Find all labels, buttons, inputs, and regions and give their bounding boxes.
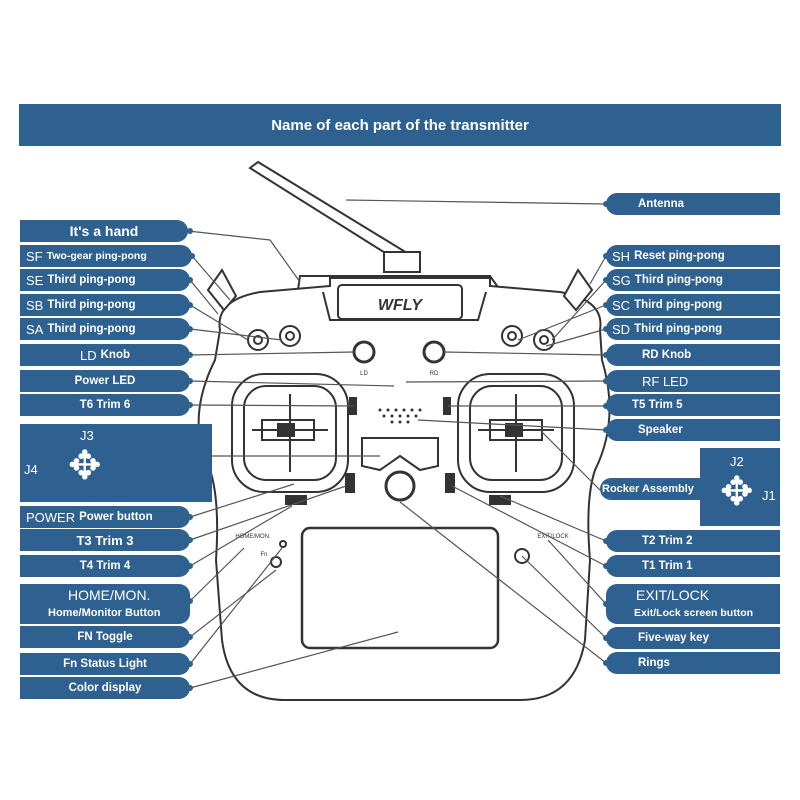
svg-text:LD: LD xyxy=(360,371,368,377)
label-fn-status: Fn Status Light xyxy=(20,653,190,675)
label-power-led: Power LED xyxy=(20,370,190,392)
svg-text:EXIT/LOCK: EXIT/LOCK xyxy=(537,534,568,540)
ring xyxy=(384,470,416,502)
title-bar: Name of each part of the transmitter xyxy=(19,104,781,146)
handle xyxy=(297,275,501,291)
label-t3: T3 Trim 3 xyxy=(20,529,190,551)
label-j3: J3 xyxy=(80,428,94,443)
label-home: HOME/MON. Home/Monitor Button xyxy=(20,584,190,624)
label-five-way: Five-way key xyxy=(606,627,780,649)
left-stick-box: J3 J4 ✥ xyxy=(20,424,212,502)
label-rings: Rings xyxy=(606,652,780,674)
page-title: Name of each part of the transmitter xyxy=(271,116,529,134)
label-fn-toggle: FN Toggle xyxy=(20,626,190,648)
label-rf-led: RF LED xyxy=(606,370,780,392)
left-gimbal xyxy=(231,373,349,493)
label-exit-lock: EXIT/LOCK Exit/Lock screen button xyxy=(606,584,780,624)
svg-text:RD: RD xyxy=(430,371,439,377)
four-way-arrow-icon: ✥ xyxy=(68,444,102,488)
four-way-arrow-icon: ✥ xyxy=(720,470,754,514)
label-t2: T2 Trim 2 xyxy=(606,530,780,552)
label-rd: RD Knob xyxy=(606,344,780,366)
label-t4: T4 Trim 4 xyxy=(20,555,190,577)
fn-status-light xyxy=(279,540,287,548)
label-t6: T6 Trim 6 xyxy=(20,394,190,416)
label-t1: T1 Trim 1 xyxy=(606,555,780,577)
antenna-base xyxy=(383,251,421,273)
brand-plate xyxy=(337,284,463,320)
svg-text:Fn: Fn xyxy=(260,552,267,558)
label-display: Color display xyxy=(20,677,190,699)
right-stick-box: J2 J1 ✥ xyxy=(700,448,780,526)
label-t5: T5 Trim 5 xyxy=(606,394,780,416)
five-way-key xyxy=(514,548,530,564)
right-gimbal xyxy=(457,373,575,493)
label-j1: J1 xyxy=(762,488,776,503)
label-j2: J2 xyxy=(730,454,744,469)
speaker-grille xyxy=(378,408,422,424)
label-antenna: Antenna xyxy=(606,193,780,215)
leader-lines xyxy=(187,199,607,689)
label-hand: It's a hand xyxy=(20,220,188,242)
antenna xyxy=(248,160,414,268)
label-speaker: Speaker xyxy=(606,419,780,441)
label-rocker: Rocker Assembly xyxy=(600,478,700,500)
brand-logo: WFLY xyxy=(378,297,423,314)
label-j4: J4 xyxy=(24,462,38,477)
color-display xyxy=(300,526,500,650)
svg-text:HOME/MON.: HOME/MON. xyxy=(235,534,271,540)
switch-sh xyxy=(562,268,594,312)
